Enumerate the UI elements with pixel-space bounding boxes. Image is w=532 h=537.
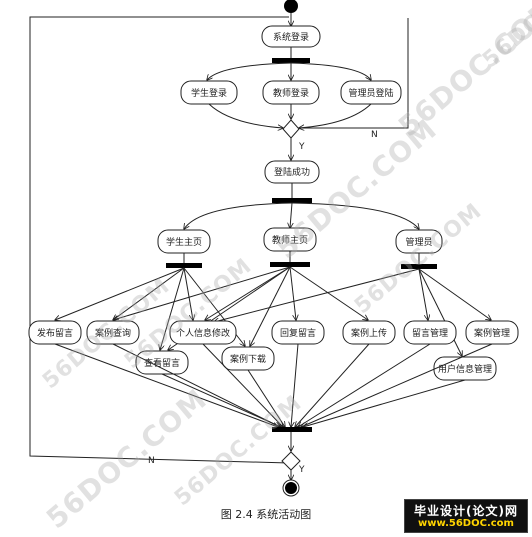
node-teacher-login-label: 教师登录: [273, 87, 309, 99]
join-bar: [272, 427, 312, 432]
edge-fork-admin-login: [290, 62, 371, 80]
initial-node: [284, 0, 298, 13]
edge-info-join: [202, 343, 283, 427]
edge-t-download: [250, 266, 291, 346]
edge-t-reply: [289, 266, 296, 320]
edge-post-join: [54, 343, 278, 427]
edge-case-manage-join: [301, 343, 493, 427]
guard-yes-2: Y: [298, 465, 305, 475]
edge-a-message-manage: [418, 268, 428, 320]
edge-user-manage-join: [303, 379, 466, 427]
decision-exit: [281, 451, 301, 471]
edge-fork-admin-home: [291, 202, 419, 229]
node-student-home-label: 学生主页: [166, 236, 202, 248]
fork-bar-admin: [401, 264, 437, 269]
node-login-success-label: 登陆成功: [274, 166, 310, 178]
node-view-message-label: 查看留言: [144, 357, 180, 369]
fork-bar-home: [272, 198, 312, 203]
edge-fork-student-home: [184, 202, 293, 229]
node-message-manage-label: 留言管理: [412, 327, 448, 339]
node-case-download-label: 案例下载: [230, 353, 266, 365]
node-case-query-label: 案例查询: [95, 327, 131, 339]
edge-s-query: [113, 267, 185, 320]
final-node: [285, 482, 297, 494]
node-teacher-home-label: 教师主页: [272, 234, 308, 246]
edge-fork-teacher-home: [290, 202, 292, 228]
edge-view-join: [161, 373, 281, 427]
decision-login: [282, 119, 300, 139]
node-case-manage-label: 案例管理: [474, 327, 510, 339]
node-case-upload-label: 案例上传: [351, 327, 387, 339]
edge-s-post: [55, 267, 185, 320]
edge-a-user-manage: [418, 268, 462, 356]
fork-bar-teacher: [270, 262, 310, 267]
node-user-info-manage-label: 用户信息管理: [438, 363, 492, 375]
loop-edge-outer: [29, 16, 290, 464]
node-student-login-label: 学生登录: [191, 87, 227, 99]
edge-admin-login-decision: [299, 103, 372, 128]
site-badge-url: www.56DOC.com: [418, 518, 514, 529]
edge-a-case-manage: [418, 268, 491, 320]
edge-message-manage-join: [298, 343, 431, 427]
node-post-message-label: 发布留言: [37, 327, 73, 339]
edge-a-info: [214, 268, 420, 322]
loop-edge-inner: [297, 18, 409, 129]
fork-bar-student: [166, 263, 202, 268]
edge-s-view: [160, 267, 185, 350]
figure-caption: 图 2.4 系统活动图: [220, 508, 312, 521]
edge-upload-join: [295, 343, 370, 427]
edge-fork-student-login: [207, 62, 292, 80]
edge-query-join: [112, 343, 280, 427]
guard-yes-1: Y: [298, 142, 305, 152]
fork-bar-login: [272, 58, 310, 63]
edge-t-upload: [289, 266, 368, 320]
node-login-label: 系统登录: [273, 31, 309, 43]
site-badge-title: 毕业设计(论文)网: [414, 504, 518, 518]
guard-no-2: N: [148, 456, 155, 466]
edge-reply-join: [291, 343, 299, 427]
guard-no-1: N: [371, 130, 378, 140]
edge-t-info: [205, 266, 291, 320]
edge-download-join: [247, 369, 285, 427]
node-reply-message-label: 回复留言: [280, 327, 316, 339]
edge-t-query: [113, 266, 291, 320]
site-badge: 毕业设计(论文)网 www.56DOC.com: [404, 499, 528, 533]
node-admin-login-label: 管理员登陆: [348, 87, 393, 99]
node-personal-info-label: 个人信息修改: [176, 327, 230, 339]
edge-student-login-decision: [208, 103, 283, 128]
edge-s-info: [183, 267, 193, 320]
node-admin-label: 管理员: [405, 236, 432, 248]
